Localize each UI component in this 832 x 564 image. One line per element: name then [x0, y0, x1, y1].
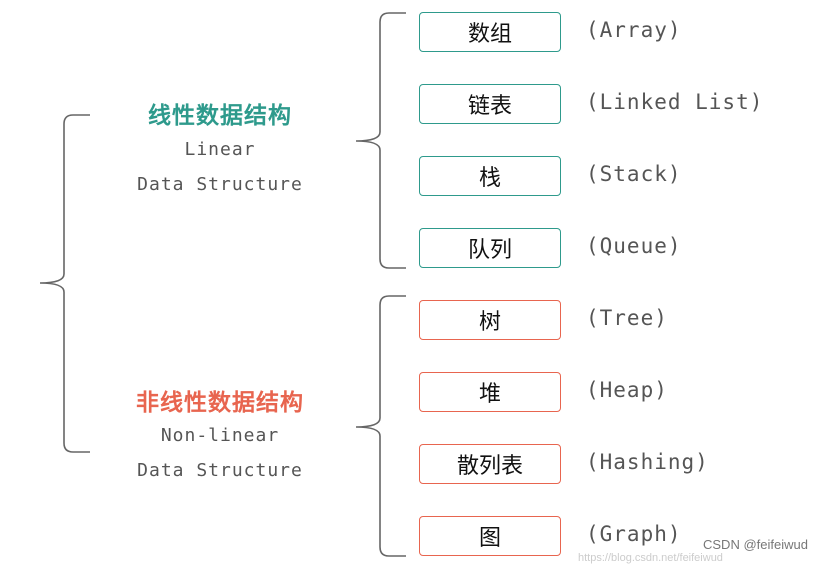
- label-linked-list: (Linked List): [586, 90, 764, 114]
- box-hashing: 散列表: [419, 444, 561, 484]
- box-queue: 队列: [419, 228, 561, 268]
- nonlinear-subtitle-1: Non-linear: [160, 425, 280, 446]
- nonlinear-brace: [355, 295, 406, 557]
- label-heap: (Heap): [586, 378, 668, 402]
- outer-brace: [39, 114, 90, 453]
- linear-brace: [355, 12, 406, 269]
- label-hashing: (Hashing): [586, 450, 709, 474]
- label-queue: (Queue): [586, 234, 682, 258]
- box-tree: 树: [419, 300, 561, 340]
- box-graph: 图: [419, 516, 561, 556]
- box-array: 数组: [419, 12, 561, 52]
- label-graph: (Graph): [586, 522, 682, 546]
- linear-subtitle-2: Data Structure: [137, 174, 303, 195]
- watermark-url: https://blog.csdn.net/feifeiwud: [578, 552, 723, 564]
- nonlinear-title: 非线性数据结构: [136, 390, 304, 416]
- box-linked-list: 链表: [419, 84, 561, 124]
- box-stack: 栈: [419, 156, 561, 196]
- label-array: (Array): [586, 18, 682, 42]
- label-tree: (Tree): [586, 306, 668, 330]
- linear-title: 线性数据结构: [148, 103, 292, 129]
- nonlinear-subtitle-2: Data Structure: [137, 460, 303, 481]
- box-heap: 堆: [419, 372, 561, 412]
- label-stack: (Stack): [586, 162, 682, 186]
- linear-subtitle-1: Linear: [184, 139, 256, 160]
- watermark: CSDN @feifeiwud: [703, 537, 808, 552]
